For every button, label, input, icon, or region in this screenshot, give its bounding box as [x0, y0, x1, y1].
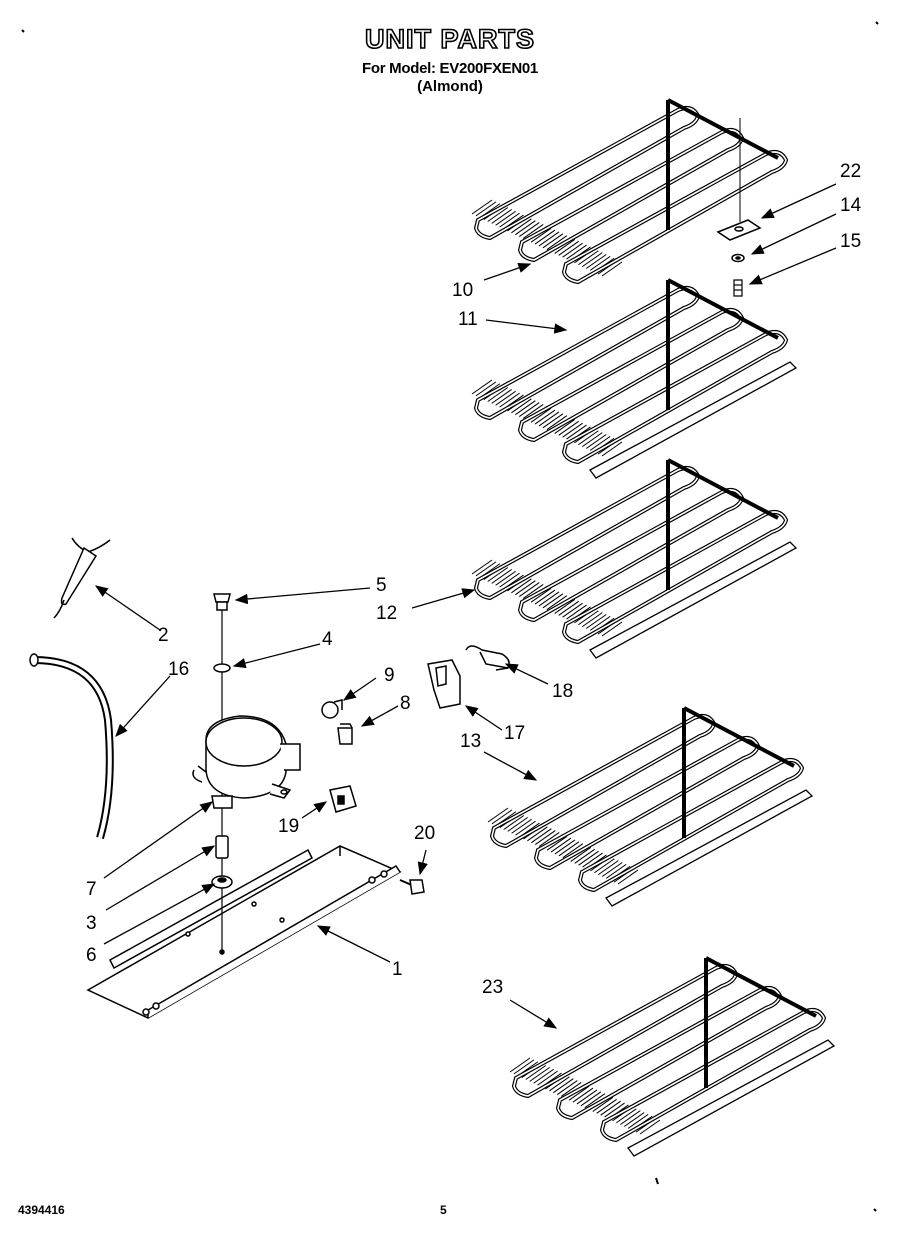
callout-1: 1: [392, 959, 403, 980]
shelf-part-11: [471, 278, 798, 479]
callout-18: 18: [552, 681, 574, 702]
callout-16: 16: [168, 659, 190, 680]
callout-20: 22: [840, 161, 862, 182]
callout-10: 10: [452, 280, 474, 301]
shelf-part-23: [509, 956, 836, 1157]
callout-11: 11: [458, 309, 478, 330]
washer-part-14: [731, 253, 745, 263]
callout-22: 20: [414, 823, 436, 844]
callout-2: 2: [158, 625, 169, 646]
callout-4: 4: [322, 629, 333, 650]
screw-part-15: [733, 279, 743, 297]
shelves-group: [471, 98, 836, 1157]
tube-part-16: [29, 653, 114, 840]
callout-12: 12: [376, 603, 398, 624]
shelf-part-13: [487, 706, 814, 907]
bracket-part-20: [716, 118, 762, 241]
callout-5: 5: [376, 575, 387, 596]
shelf-part-10: [471, 98, 789, 285]
color-line: (Almond): [417, 78, 483, 95]
callout-8: 8: [400, 693, 411, 714]
callout-14: 14: [840, 195, 862, 216]
callout-7: 7: [86, 879, 97, 900]
leader-lines: [94, 183, 837, 1029]
shelf-part-12: [471, 458, 798, 659]
base-plate-part-1: [86, 845, 402, 1019]
callout-3: 3: [86, 913, 97, 934]
callout-23: 23: [482, 977, 504, 998]
callout-17: 17: [504, 723, 526, 744]
page-number: 5: [440, 1203, 447, 1217]
callout-6: 6: [86, 945, 97, 966]
callout-15: 15: [840, 231, 862, 252]
model-line: For Model: EV200FXEN01: [362, 60, 538, 77]
callout-19: 19: [278, 816, 300, 837]
corner-marks: [21, 21, 879, 1212]
callout-9: 9: [384, 665, 395, 686]
document-number: 4394416: [18, 1203, 65, 1217]
callout-13: 13: [460, 731, 482, 752]
page-title: UNIT PARTS: [364, 23, 535, 55]
compressor-assembly: [86, 593, 510, 1019]
sensor-part-2: [53, 537, 111, 619]
